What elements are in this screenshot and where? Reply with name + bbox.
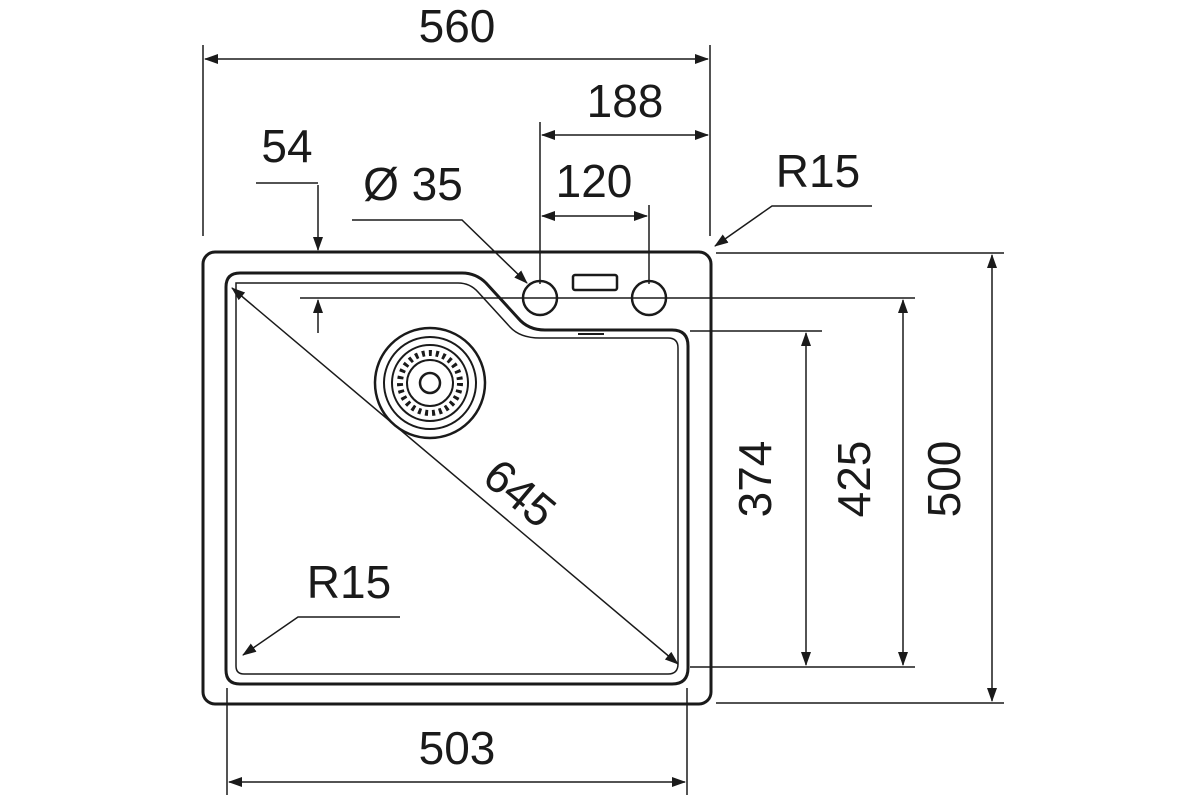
outer-radius-label: R15 xyxy=(776,145,860,197)
radius-inner-leader xyxy=(242,616,400,656)
tap-spacing-label: 120 xyxy=(556,155,633,207)
overall-width-label: 560 xyxy=(419,0,496,52)
tap-hole-diameter-label: Ø 35 xyxy=(363,158,463,210)
overall-depth-label: 500 xyxy=(918,441,970,518)
sink-outer-rim xyxy=(201,250,713,706)
bowl-diagonal-label: 645 xyxy=(474,448,566,537)
tap-offset-label: 188 xyxy=(587,75,664,127)
rim-offset-label: 54 xyxy=(261,120,312,172)
radius-outer-leader xyxy=(714,205,872,247)
diameter-leader xyxy=(352,219,528,284)
inner-radius-label: R15 xyxy=(307,556,391,608)
bowl-width-label: 503 xyxy=(419,722,496,774)
diagonal-645-dimension-line xyxy=(231,287,679,665)
bowl-depth-short-label: 374 xyxy=(729,441,781,518)
sink-bowl-outline xyxy=(224,271,690,686)
bowl-depth-label: 425 xyxy=(828,441,880,518)
overflow-slot xyxy=(571,273,619,292)
